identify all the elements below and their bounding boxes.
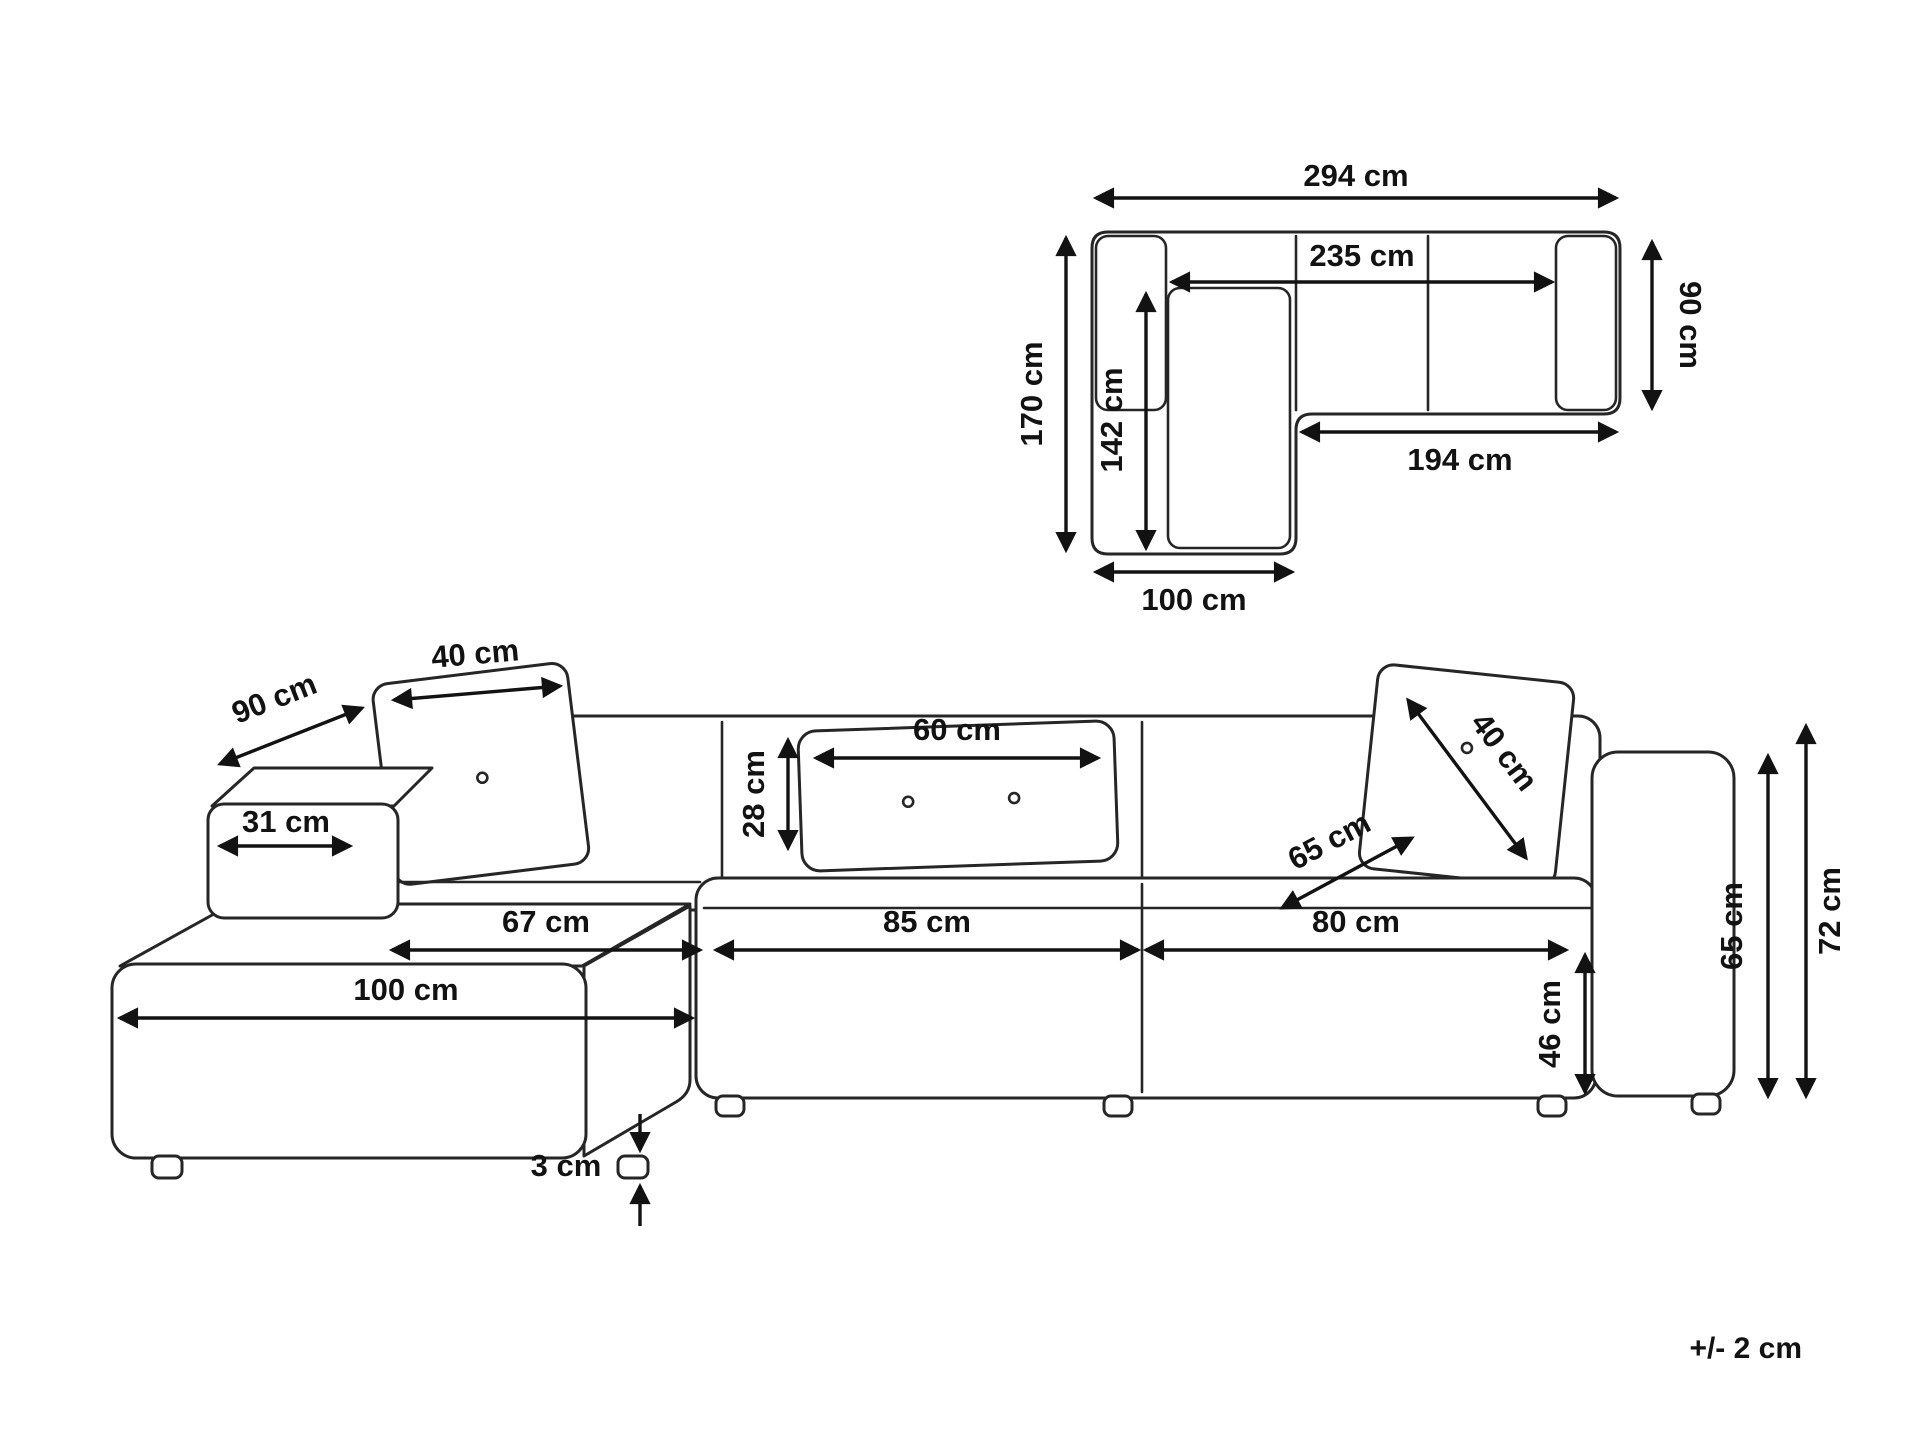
front-view: 40 cm 90 cm 31 cm 60 cm 28 cm 67 cm 85 c… — [110, 632, 1847, 1226]
dim-inner-width: 235 cm — [1168, 238, 1556, 293]
dim-inner-width-label: 235 cm — [1309, 238, 1414, 273]
dim-left-pillow: 40 cm — [390, 632, 564, 710]
dim-armrest-depth: 90 cm — [217, 666, 365, 768]
dim-lumbar-pillow-width-label: 60 cm — [913, 712, 1001, 747]
middle-pillow-button-2 — [1007, 791, 1021, 805]
topview-right-arm — [1554, 234, 1618, 412]
dim-total-height-label: 72 cm — [1812, 867, 1847, 955]
dim-armrest-depth-arrow — [217, 704, 365, 768]
dim-chaise-length: 100 cm — [116, 972, 696, 1029]
dim-left-pillow-label: 40 cm — [430, 632, 521, 675]
dim-seat-depth-arrow — [1279, 836, 1415, 910]
left-pillow-button — [476, 771, 489, 785]
leg-chaise-right — [616, 1154, 650, 1180]
dim-right-seat: 80 cm — [1142, 904, 1570, 961]
dim-chaise-width-label: 100 cm — [1141, 582, 1246, 617]
chaise-front-face — [110, 962, 588, 1160]
dim-right-length-label: 194 cm — [1407, 442, 1512, 477]
dim-armrest-height-label: 65 cm — [1714, 882, 1749, 970]
dim-leg-height-label: 3 cm — [531, 1148, 602, 1183]
top-view: 294 cm 235 cm 90 cm 170 cm 142 cm 194 cm… — [1014, 158, 1708, 617]
dim-chaise-depth-total: 170 cm — [1014, 234, 1077, 554]
right-armrest — [1590, 750, 1736, 1098]
leg-mid-right — [1102, 1094, 1134, 1118]
dim-middle-seat-label: 85 cm — [883, 904, 971, 939]
dim-left-seat: 67 cm — [388, 904, 704, 961]
dim-left-pillow-arrow — [390, 676, 564, 710]
dim-lumbar-pillow-height-label: 28 cm — [736, 750, 771, 838]
dim-armrest-depth-label: 90 cm — [227, 666, 322, 731]
leg-right-seat — [1536, 1094, 1568, 1118]
dim-lumbar-pillow-width: 60 cm — [812, 712, 1102, 769]
leg-armrest — [1690, 1092, 1722, 1116]
left-armrest-front — [206, 802, 400, 920]
dim-right-length: 194 cm — [1298, 421, 1620, 477]
dim-overall-width-label: 294 cm — [1303, 158, 1408, 193]
dim-seat-height-label: 46 cm — [1532, 980, 1567, 1068]
dim-depth-label: 90 cm — [1673, 281, 1708, 369]
dim-right-seat-label: 80 cm — [1312, 904, 1400, 939]
chaise-side-face — [582, 904, 692, 1158]
dim-chaise-length-label: 100 cm — [353, 972, 458, 1007]
dim-seat-height: 46 cm — [1532, 951, 1596, 1096]
dim-lumbar-pillow-height: 28 cm — [736, 736, 799, 852]
dim-leg-height: 3 cm — [531, 1114, 651, 1226]
dim-right-pillow-arrow — [1406, 697, 1528, 861]
middle-pillow-button-1 — [901, 795, 915, 809]
leg-chaise-left — [150, 1154, 184, 1180]
dim-left-seat-label: 67 cm — [502, 904, 590, 939]
dim-armrest-width: 31 cm — [216, 804, 354, 857]
seat-block — [694, 876, 1598, 1100]
dim-total-height: 72 cm — [1795, 722, 1847, 1100]
dim-middle-seat: 85 cm — [712, 904, 1142, 961]
dim-armrest-width-label: 31 cm — [242, 804, 330, 839]
dim-overall-width: 294 cm — [1092, 158, 1620, 209]
dim-chaise-depth-inner-label: 142 cm — [1094, 367, 1129, 472]
dim-chaise-depth-total-label: 170 cm — [1014, 341, 1049, 446]
leg-mid-left — [714, 1094, 746, 1118]
topview-outline — [1090, 230, 1622, 556]
left-armrest-top — [210, 766, 434, 808]
dim-depth: 90 cm — [1641, 238, 1708, 412]
dim-chaise-depth-inner: 142 cm — [1094, 290, 1157, 552]
dim-chaise-width: 100 cm — [1092, 561, 1296, 617]
tolerance-note: +/- 2 cm — [1689, 1332, 1802, 1365]
topview-left-module — [1094, 234, 1168, 412]
dim-armrest-height: 65 cm — [1714, 752, 1779, 1100]
